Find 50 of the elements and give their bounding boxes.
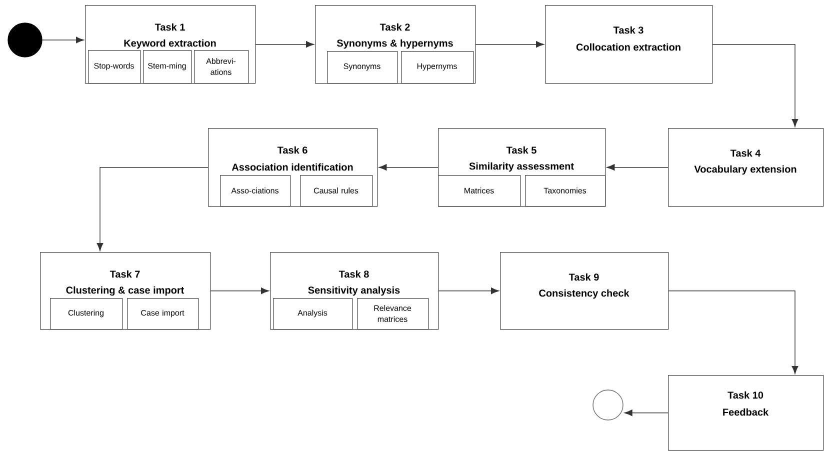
subtask-box: Abbrevi-ations xyxy=(194,50,249,84)
subtask-box: Relevance matrices xyxy=(357,298,429,330)
task-label: Task 10 xyxy=(728,391,764,399)
arrow xyxy=(438,288,499,294)
task-label: Feedback xyxy=(723,408,769,416)
subtask-box: Stem-ming xyxy=(143,50,192,84)
task-label: Task 9 xyxy=(568,273,599,281)
subtask-box: Stop-words xyxy=(88,50,141,84)
task-box xyxy=(500,252,669,330)
task-label: Task 8 xyxy=(338,270,369,278)
arrow xyxy=(42,36,84,44)
subtask-box: Synonyms xyxy=(327,51,398,84)
subtask-box: Causal rules xyxy=(300,175,373,207)
task-label: Vocabulary extension xyxy=(694,165,796,175)
arrow xyxy=(712,44,798,127)
task-label: Association identification xyxy=(232,163,353,171)
task-label: Task 5 xyxy=(506,146,536,154)
arrow xyxy=(96,167,208,251)
start-circle xyxy=(8,22,42,58)
task-label: Keyword extraction xyxy=(124,39,216,49)
task-box xyxy=(668,128,824,207)
task-box xyxy=(545,5,713,84)
subtask-box: Taxonomies xyxy=(525,175,606,207)
arrow xyxy=(668,290,798,374)
task-label: Task 6 xyxy=(277,146,308,154)
subtask-box: Clustering xyxy=(50,298,123,330)
subtask-box: Matrices xyxy=(438,175,521,207)
task-label: Task 7 xyxy=(110,270,140,278)
task-label: Consistency check xyxy=(539,289,630,299)
arrow xyxy=(475,41,544,48)
subtask-box: Hypernyms xyxy=(401,51,474,84)
subtask-box: Asso-ciations xyxy=(220,175,291,207)
subtask-box: Analysis xyxy=(273,298,353,330)
task-label: Sensitivity analysis xyxy=(308,286,400,296)
end-circle xyxy=(592,390,624,420)
task-label: Similarity assessment xyxy=(469,162,574,172)
task-label: Task 4 xyxy=(730,149,761,157)
arrow xyxy=(255,41,314,48)
task-box xyxy=(668,375,824,451)
task-label: Task 3 xyxy=(613,26,644,34)
task-label: Task 1 xyxy=(154,23,185,31)
task-label: Task 2 xyxy=(380,23,410,31)
task-label: Collocation extraction xyxy=(576,43,680,51)
arrow xyxy=(210,288,269,294)
task-label: Synonyms & hypernyms xyxy=(336,39,453,49)
task-label: Clustering & case import xyxy=(66,286,184,296)
arrow xyxy=(624,410,668,416)
arrow xyxy=(606,164,668,171)
subtask-box: Case import xyxy=(127,298,199,330)
arrow xyxy=(378,164,438,171)
